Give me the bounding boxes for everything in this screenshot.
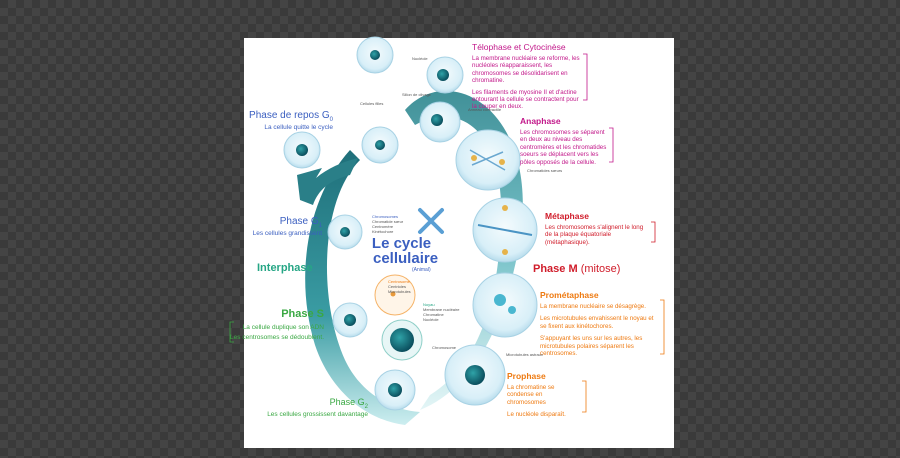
prometaphase-p3: S'appuyant les uns sur les autres, les m… xyxy=(540,335,643,357)
prophase-block: Prophase La chromatine se condense en ch… xyxy=(507,371,582,419)
interphase-arc xyxy=(305,150,420,425)
cell-g0 xyxy=(283,131,321,169)
g1-desc: Les cellules grandissent xyxy=(252,229,322,237)
phase-m-name: Phase M xyxy=(533,263,578,275)
tiny-noyau-0: Noyau xyxy=(423,302,435,307)
phase-m-label: Phase M (mitose) xyxy=(533,263,620,276)
g2-title: Phase G xyxy=(329,397,365,407)
tiny-centro-2: Microtubules xyxy=(388,289,411,294)
tiny-chromosome: Chromosome xyxy=(432,345,457,350)
tiny-centro-1: Centrioles xyxy=(388,284,407,289)
metaphase-title: Métaphase xyxy=(545,211,589,221)
center-title-line1: Le cycle xyxy=(371,235,432,252)
cell-prophase xyxy=(444,344,506,406)
center-title: Le cycle cellulaire xyxy=(365,236,438,266)
tiny-noyau-2: Chromatine xyxy=(423,312,444,317)
telophase-block: Télophase et Cytocinèse La membrane nucl… xyxy=(472,42,582,111)
prophase-title: Prophase xyxy=(507,371,546,381)
s-desc2: Les centrosomes se dédoublent. xyxy=(230,334,324,342)
tiny-chrom-1: Chromatide sœur xyxy=(372,219,404,224)
center-sub: (Animal) xyxy=(412,267,431,273)
tiny-chrom-box: Chromosomes Chromatide sœur Centromère K… xyxy=(372,214,403,234)
cell-telophase xyxy=(426,56,464,94)
anaphase-p1: Les chromosomes se séparent en deux au n… xyxy=(520,128,607,166)
g1-sub: 1 xyxy=(318,223,322,229)
cell-contracting xyxy=(419,101,461,143)
tiny-filles: Cellules filles xyxy=(360,101,384,106)
tiny-chrom-0: Chromosomes xyxy=(372,214,399,219)
g0-sub: 0 xyxy=(329,117,333,123)
g0-desc: La cellule quitte le cycle xyxy=(264,123,333,131)
cell-prometaphase xyxy=(472,272,538,338)
bracket-prometaphase xyxy=(660,299,665,355)
nucleus-illustration xyxy=(381,319,423,361)
anaphase-title: Anaphase xyxy=(520,116,561,126)
anaphase-block: Anaphase Les chromosomes se séparent en … xyxy=(520,116,608,166)
tiny-nucleole: Nucléole xyxy=(412,56,428,61)
prophase-p1: La chromatine se condense en chromosomes xyxy=(507,383,555,406)
cell-daughter-top xyxy=(356,36,394,74)
g0-exit-arrow xyxy=(297,158,358,205)
tiny-microtubules: Microtubules astraux xyxy=(506,352,543,357)
g0-title: Phase de repos G xyxy=(249,110,330,121)
bracket-telophase xyxy=(583,53,588,101)
tiny-noyau-1: Membrane nucléaire xyxy=(423,307,460,312)
phase-m-paren: (mitose) xyxy=(580,263,621,275)
cell-anaphase xyxy=(455,129,521,191)
prometaphase-p1: La membrane nucléaire se désagrège. xyxy=(540,302,646,310)
tiny-centro-0: Centrosome xyxy=(388,279,410,284)
metaphase-block: Métaphase Les chromosomes s'alignent le … xyxy=(545,211,650,246)
bracket-anaphase xyxy=(609,127,614,163)
s-title: Phase S xyxy=(281,308,324,320)
bracket-prophase xyxy=(582,380,587,413)
tiny-sillon: Sillon de clivage xyxy=(402,92,431,97)
g0-label: Phase de repos G0 La cellule quitte le c… xyxy=(249,110,333,131)
s-desc1: La cellule duplique son ADN xyxy=(242,323,324,331)
tiny-noyau-box: Noyau Membrane nucléaire Chromatine Nucl… xyxy=(423,302,459,322)
bracket-metaphase xyxy=(651,221,656,243)
tiny-centrosome-box: Centrosome Centrioles Microtubules xyxy=(388,279,411,294)
g2-desc: Les cellules grossissent davantage xyxy=(267,410,368,418)
interphase-label: Interphase xyxy=(257,262,313,274)
tiny-anneau: Anneau contractile xyxy=(468,107,502,112)
chromosome-illustration xyxy=(418,208,444,234)
g2-sub: 2 xyxy=(364,403,368,410)
cell-g2 xyxy=(374,369,416,411)
telophase-p2: Les filaments de myosine II et d'actine … xyxy=(472,88,579,111)
telophase-p1: La membrane nucléaire se reforme, les nu… xyxy=(472,54,580,85)
cell-g1 xyxy=(327,214,363,250)
g1-label: Phase G1 Les cellules grandissent xyxy=(253,216,322,237)
tiny-chrom-2: Centromère xyxy=(372,224,394,229)
cell-daughter-bottom xyxy=(361,126,399,164)
prophase-p2: Le nucléole disparaît. xyxy=(507,411,566,419)
center-title-line2: cellulaire xyxy=(373,250,439,267)
cell-s xyxy=(332,302,368,338)
g2-label: Phase G2 Les cellules grossissent davant… xyxy=(267,397,368,418)
tiny-noyau-3: Nucléole xyxy=(423,317,439,322)
prometaphase-block: Prométaphase La membrane nucléaire se dé… xyxy=(540,290,659,357)
tiny-chromatides: Chromatides sœurs xyxy=(527,168,563,173)
g1-title: Phase G xyxy=(279,216,319,227)
metaphase-p1: Les chromosomes s'alignent le long de la… xyxy=(545,223,644,246)
telophase-title: Télophase et Cytocinèse xyxy=(472,42,566,52)
s-label: Phase S La cellule duplique son ADN Les … xyxy=(230,308,324,342)
tiny-chrom-3: Kinétochore xyxy=(372,229,394,234)
bracket-s xyxy=(229,321,234,343)
prometaphase-title: Prométaphase xyxy=(540,290,599,300)
prometaphase-p2: Les microtubules envahissent le noyau et… xyxy=(540,315,654,330)
cell-metaphase xyxy=(472,197,538,263)
centrosome-illustration xyxy=(374,274,416,316)
